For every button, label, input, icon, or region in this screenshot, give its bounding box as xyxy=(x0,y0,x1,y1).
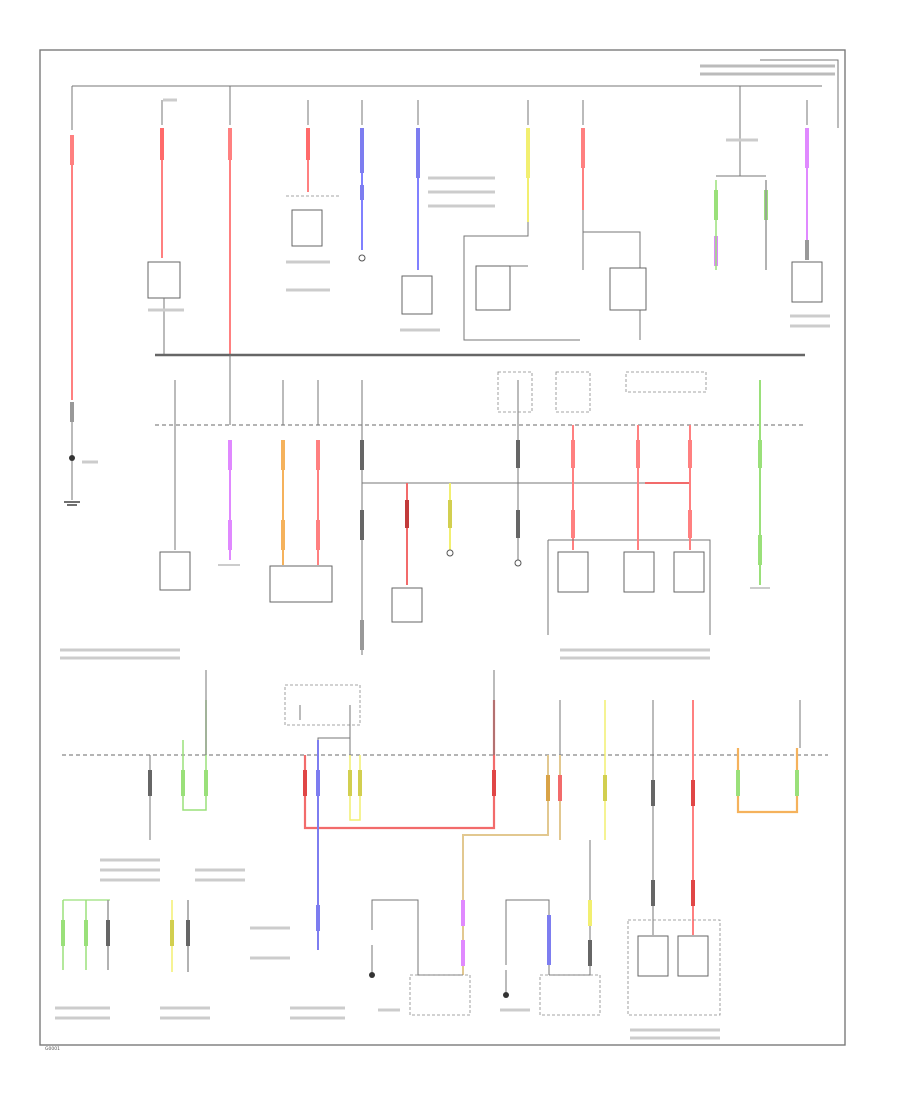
bottom-section xyxy=(55,840,720,1040)
battery-feed-column xyxy=(64,86,98,506)
fuse-column-3 xyxy=(228,86,232,355)
corner-ref: G0001 xyxy=(45,1046,60,1052)
fuse-column-2 xyxy=(147,98,184,355)
fuse-column-9 xyxy=(714,86,768,270)
fuse-column-4 xyxy=(286,100,340,292)
fuse-column-7 xyxy=(463,100,580,341)
section-3-columns xyxy=(60,648,801,1016)
fuse-column-5 xyxy=(358,100,366,262)
fuse-column-10 xyxy=(790,100,830,328)
section-2-columns xyxy=(159,355,770,655)
diagram-frame xyxy=(39,49,846,1046)
fuse-column-6 xyxy=(400,100,495,332)
top-right-notation xyxy=(700,59,839,128)
fuse-column-8 xyxy=(581,100,647,340)
